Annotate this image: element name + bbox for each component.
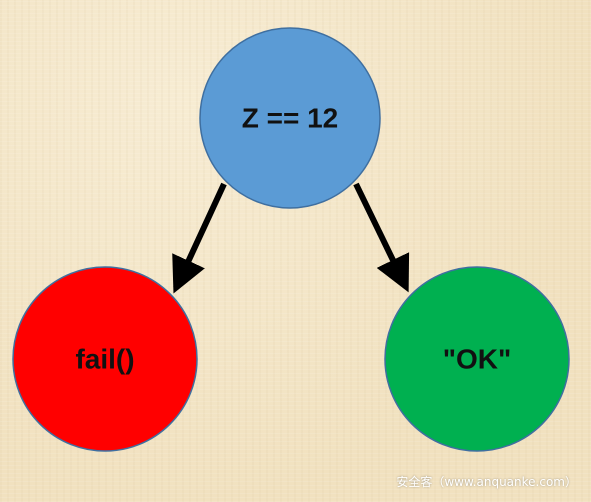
watermark: 安全客（www.anquanke.com） bbox=[396, 475, 577, 489]
node-ok-label: "OK" bbox=[443, 344, 512, 375]
edge-root-to-ok bbox=[353, 182, 410, 293]
node-ok-circle bbox=[384, 266, 570, 452]
node-fail-circle bbox=[12, 266, 198, 452]
node-root: Z == 12 bbox=[199, 27, 381, 209]
node-ok: "OK" bbox=[384, 266, 570, 452]
node-fail-label: fail() bbox=[75, 344, 134, 375]
node-root-label: Z == 12 bbox=[242, 103, 339, 134]
edge-root-to-fail bbox=[172, 182, 227, 294]
node-root-circle bbox=[199, 27, 381, 209]
node-fail: fail() bbox=[12, 266, 198, 452]
